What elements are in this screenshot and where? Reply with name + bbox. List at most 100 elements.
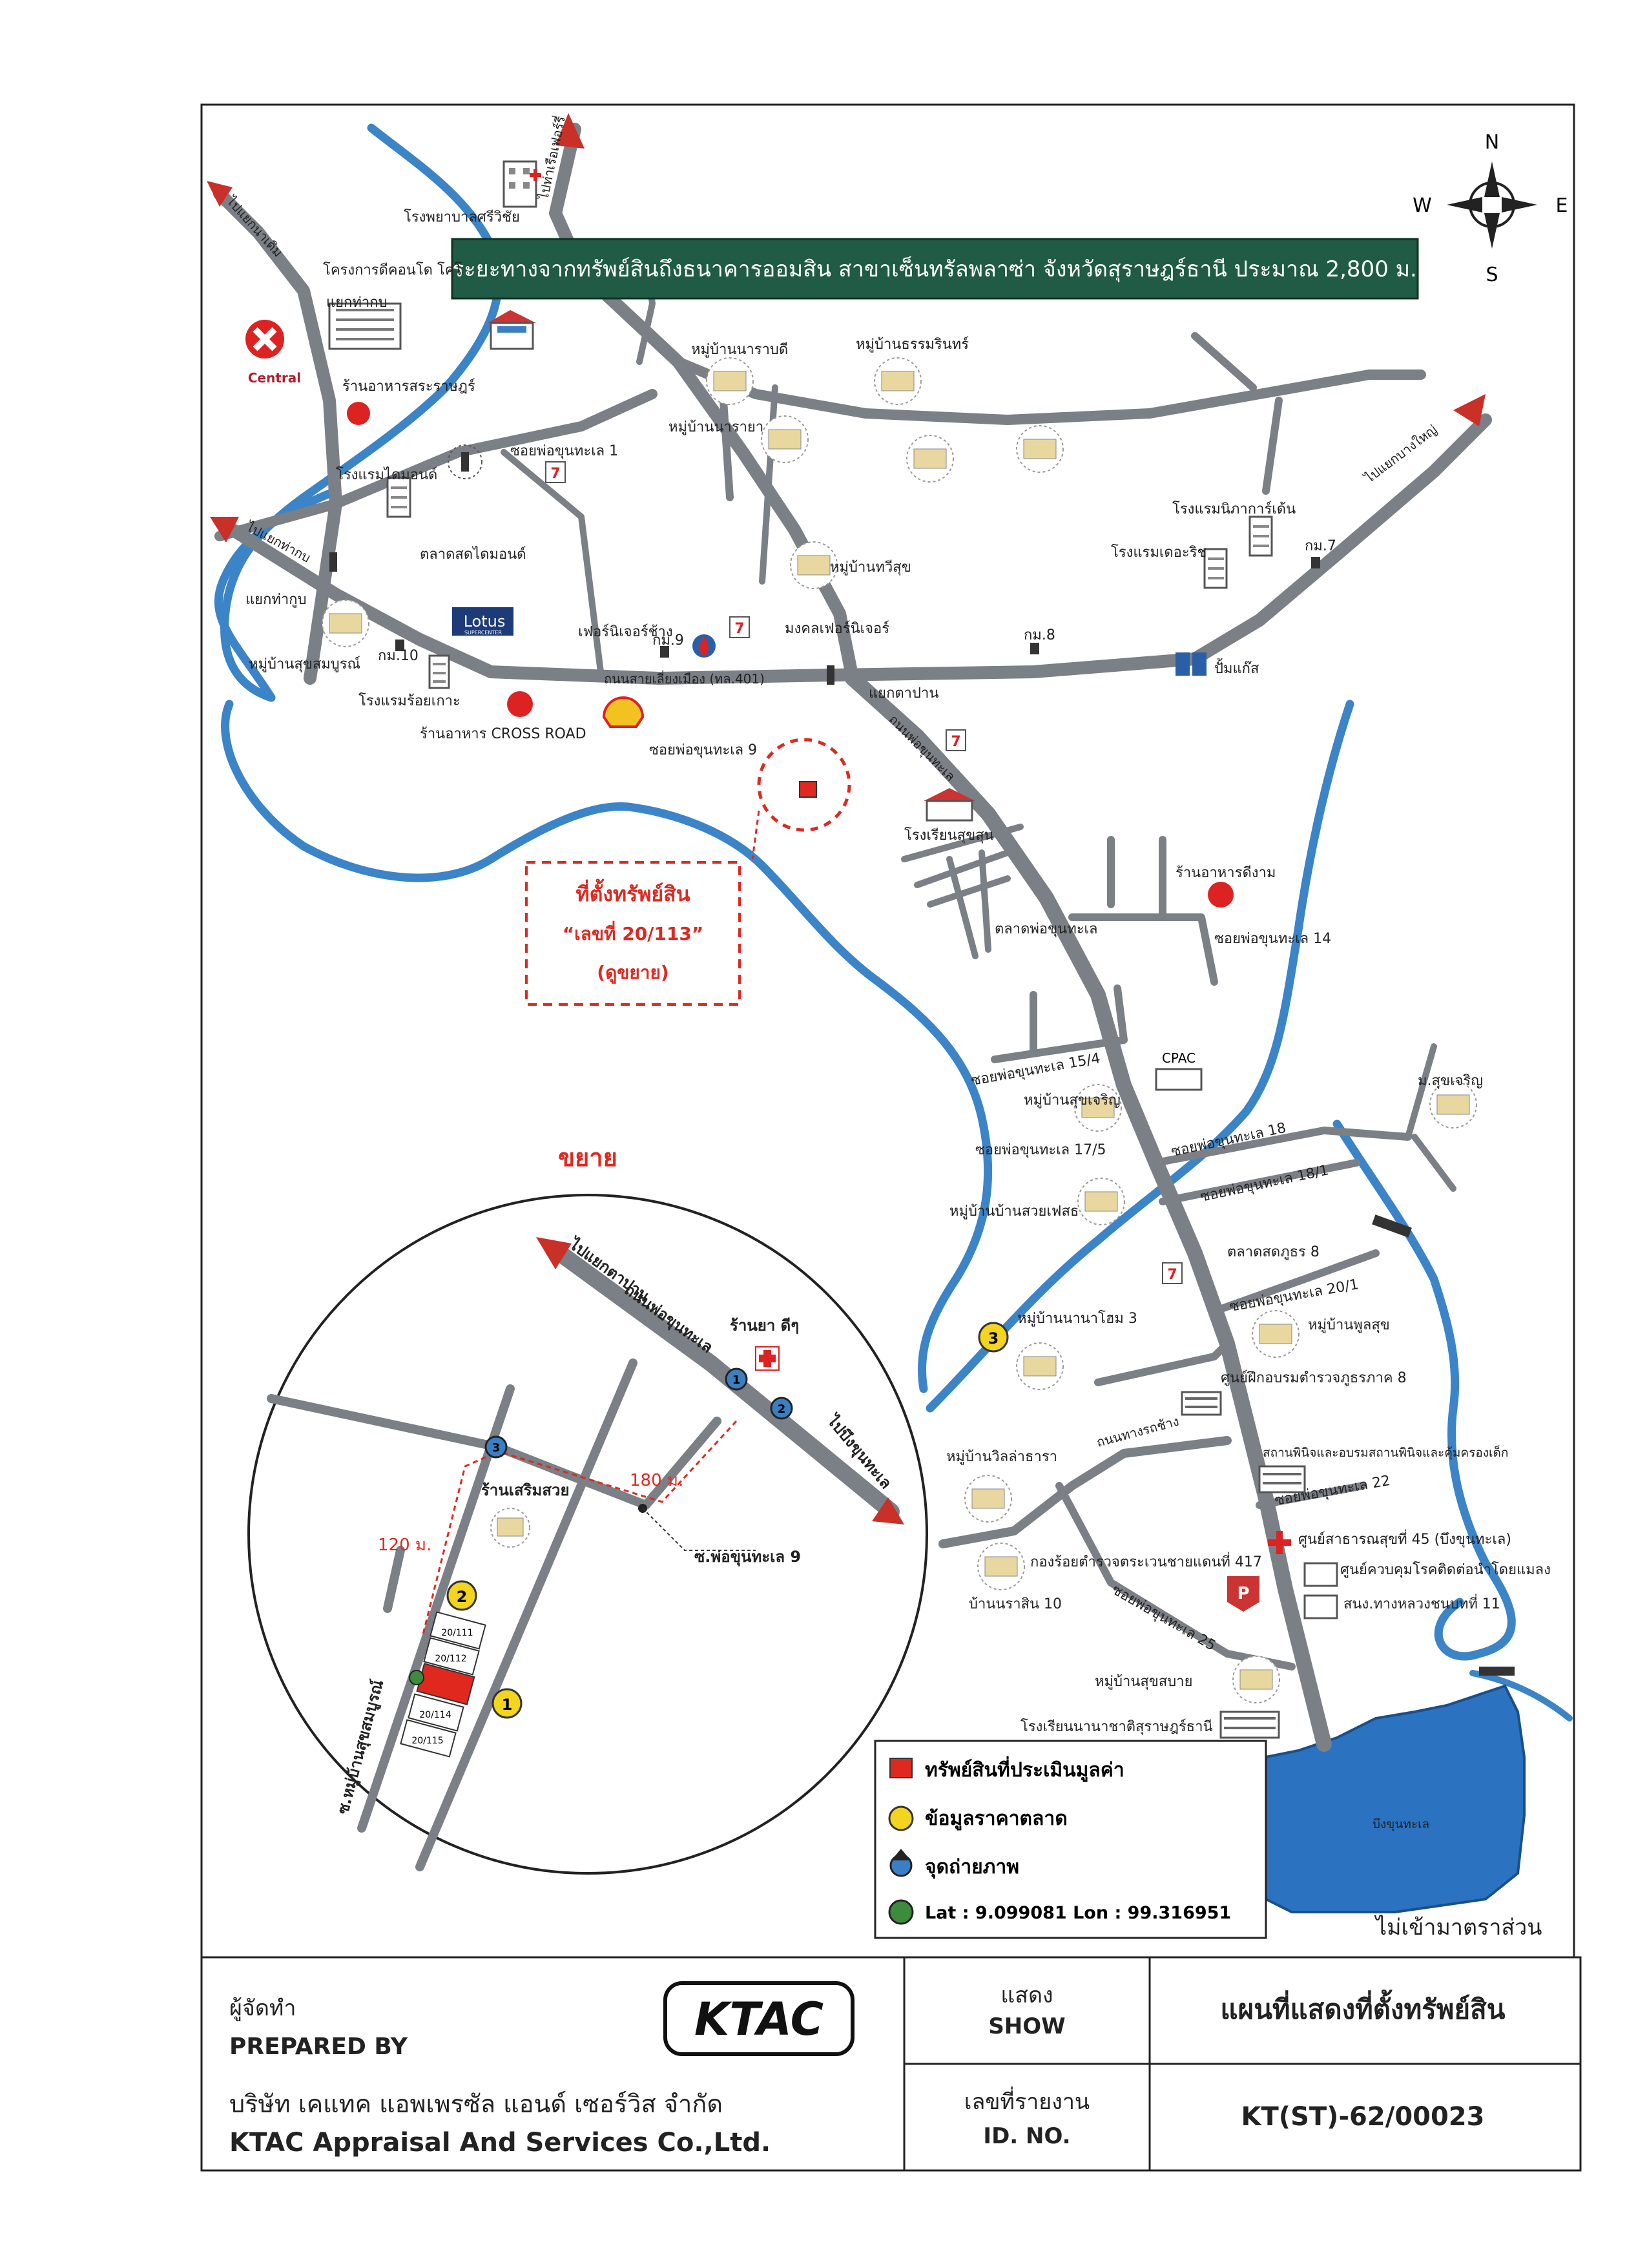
road-nw-main [213,187,342,685]
inset-photo-point-2[interactable] [770,1397,793,1420]
label-km7: กม.7 [1305,538,1336,554]
label-restaurant-srarat: ร้านอาหารสระราษฎร์ [342,379,475,395]
restaurant-icon-dingam [1208,882,1234,908]
label-soi-17-5: ซอยพ่อขุนทะเล 17/5 [975,1142,1106,1158]
label-hotel-diamond: โรงแรมไดมอนด์ [336,466,437,483]
disease-control-icon [1303,1562,1338,1587]
inset-dist-120: 120 ม. [378,1535,431,1555]
village-icon [1074,1084,1122,1132]
label-condo-project: โครงการดีคอนโด โคโ [323,262,462,278]
arrow-top-right [1453,394,1486,426]
label-market-phokhun: ตลาดพ่อขุนทะเล [995,921,1098,937]
label-hospital: โรงพยาบาลศรีวิชัย [404,209,520,225]
river-upper [220,123,502,702]
label-scale-note: ไม่เข้ามาตราส่วน [1374,1915,1542,1940]
km-post-10 [395,640,404,651]
property-marker-main[interactable] [799,781,817,798]
label-village-narai: หมู่บ้านนารายา [668,419,763,435]
gas-station-icon [692,634,716,658]
inset-title: ขยาย [558,1143,617,1172]
inset-market-marker-1[interactable] [492,1688,523,1719]
road-grid-west [901,824,1024,959]
village-icon [761,415,809,463]
traffic-light-3 [827,665,834,685]
road-village-spur1 [720,397,734,501]
compass-east-icon [1502,197,1537,213]
inset-plot-20-115 [400,1719,457,1758]
location-box-line3: (ดูขยาย) [597,962,668,984]
label-gas-station: ปั้มแก๊ส [1214,658,1259,677]
road-village-spur2 [1262,397,1283,495]
label-police-border: กองร้อยตำรวจตระเวนชายแดนที่ 417 [1030,1552,1262,1570]
inset-market-marker-2[interactable] [446,1580,477,1611]
label-village-naraborn: หมู่บ้านนาราบดี [691,342,788,358]
inset-photo-point-3[interactable] [484,1435,508,1459]
shell-logo-icon [602,696,645,728]
inset-plots: 20/111 20/112 20/114 20/115 [400,1611,486,1758]
road-soi22 [1256,1482,1367,1509]
village-icon [964,1475,1012,1523]
road-msuracharoen [1405,1043,1456,1192]
seven-eleven-icon-4: 7 [1162,1262,1183,1284]
label-village-thawisuk: หมู่บ้านทวีสุข [830,559,911,576]
village-icon [322,599,369,647]
juvenile-center-icon [1258,1465,1306,1493]
hotel-nice-icon [1248,515,1273,557]
road-north-villages [673,357,1426,425]
footer-show-en: SHOW [988,2013,1065,2039]
bank-building-icon [488,310,536,350]
inset-road-vertical-a [357,1384,515,1833]
label-hotel-therich: โรงแรมเดอะริช [1111,544,1207,561]
inset-photo-point-1[interactable] [725,1368,748,1391]
inset-pharmacy: ร้านยา ดีๆ [730,1316,799,1335]
label-village-thammarin: หมู่บ้านธรรมรินทร์ [856,337,969,353]
compass-e: E [1556,194,1568,217]
label-village-suksomboon: หมู่บ้านสุขสมบูรณ์ [249,656,360,672]
inset-photo-point-1-label: 1 [732,1373,741,1387]
footer-company-en: KTAC Appraisal And Services Co.,Ltd. [229,2128,771,2158]
footer-report-id: KT(ST)-62/00023 [1241,2102,1485,2132]
inset-road-soi9 [267,1394,721,1510]
arrow-top-mid [555,113,585,149]
village-icon [1077,1178,1125,1225]
label-main-road: ถนนสายเลี่ยงเมือง (ทล.401) [604,670,765,687]
label-restaurant-crossroad: ร้านอาหาร CROSS ROAD [420,726,586,742]
central-logo-icon: Central [245,320,301,386]
compass: N S E W [1413,131,1568,286]
compass-n: N [1485,131,1499,154]
footer-prepared-th: ผู้จัดทำ [229,1995,296,2021]
inset-dist-line-180 [493,1420,738,1503]
label-market-sadphat: ตลาดสดภูธร 8 [1227,1244,1320,1260]
lotus-label: Lotus [464,612,506,630]
condo-building-icon [328,302,402,350]
river-main [221,700,993,1393]
road-soi15-4 [991,984,1128,1063]
inset-photo-point-3-label: 3 [492,1441,501,1455]
label-training-center: ศูนย์ฝึกอบรมตำรวจภูธรภาค 8 [1221,1370,1407,1386]
label-soi-18-1: ซอยพ่อขุนทะเล 18/1 [1199,1162,1330,1205]
label-health-center: ศูนย์สาธารณสุขที่ 45 (บึงขุนทะเล) [1298,1529,1511,1548]
plot-label-115: 20/115 [411,1736,443,1746]
label-village-villara: หมู่บ้านวิลล่าธารา [946,1449,1057,1465]
label-soi-25: ซอยพ่อขุนทะเล 25 [1109,1582,1218,1654]
school-suksun-icon [924,788,975,822]
road-nanhome [1094,1340,1231,1386]
cpac-label: CPAC [1162,1050,1196,1066]
inset-dist-180: 180 ม. [630,1471,683,1490]
training-center-icon [1181,1391,1222,1416]
river-far-east [1332,1119,1516,1661]
label-village-pulsuk: หมู่บ้านพูลสุข [1308,1317,1390,1333]
svg-text:7: 7 [1167,1267,1177,1283]
label-soi-14: ซอยพ่อขุนทะเล 14 [1214,931,1331,947]
road-west-spur [214,389,658,541]
property-leader-line [751,810,760,860]
police-shield-icon: P [1227,1576,1259,1612]
svg-text:7: 7 [734,621,744,637]
lotus-logo-icon: Lotus SUPERCENTER [452,607,513,636]
km-post-8 [1030,643,1039,654]
legend-photo-label: จุดถ่ายภาพ [925,1856,1019,1879]
label-highway-office: สนง.ทางหลวงชนบทที่ 11 [1343,1594,1500,1612]
market-marker-3[interactable] [978,1322,1009,1353]
footer-id-en: ID. NO. [983,2123,1070,2149]
